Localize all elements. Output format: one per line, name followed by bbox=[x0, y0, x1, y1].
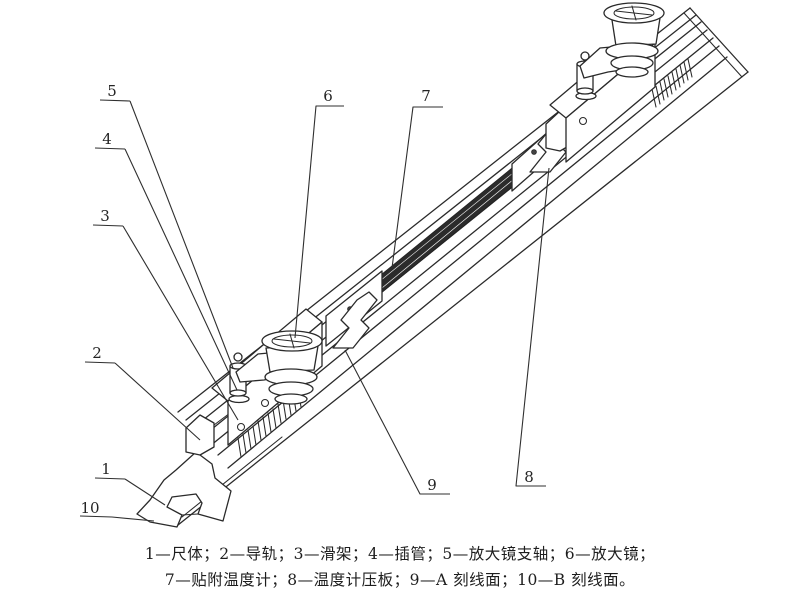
scale-body bbox=[177, 7, 749, 526]
leader-lines bbox=[79, 99, 550, 522]
leader-line-6 bbox=[294, 105, 344, 339]
callout-8: 8 bbox=[524, 468, 534, 486]
callout-numbers: 5 4 3 2 1 10 6 7 9 8 bbox=[80, 82, 533, 517]
leader-line-2 bbox=[84, 361, 201, 441]
magnifier-upper bbox=[575, 2, 665, 101]
callout-5: 5 bbox=[107, 82, 117, 100]
callout-2: 2 bbox=[92, 344, 102, 362]
thermometer-strip bbox=[375, 154, 529, 298]
leader-line-3 bbox=[92, 224, 239, 421]
caption-line-2: 7—贴附温度计；8—温度计压板；9—A 刻线面；10—B 刻线面。 bbox=[164, 571, 636, 589]
scale-end-face-far bbox=[683, 7, 749, 78]
leader-line-4 bbox=[94, 147, 238, 391]
figure-caption: 1—尺体；2—导轨；3—滑架；4—插管；5—放大镜支轴；6—放大镜； 7—贴附温… bbox=[0, 541, 800, 593]
callout-4: 4 bbox=[102, 130, 112, 148]
leader-line-7 bbox=[391, 106, 443, 269]
thermometer-clamp-lower bbox=[332, 291, 378, 349]
leader-line-5 bbox=[99, 99, 234, 369]
callout-10: 10 bbox=[80, 499, 99, 517]
leader-line-9 bbox=[344, 349, 450, 495]
technical-figure: 5 4 3 2 1 10 6 7 9 8 bbox=[79, 2, 749, 528]
callout-7: 7 bbox=[421, 87, 431, 105]
leader-line-8 bbox=[515, 167, 550, 487]
leader-line-1 bbox=[94, 477, 166, 506]
graduation-ticks-upper bbox=[651, 58, 693, 108]
callout-9: 9 bbox=[427, 476, 437, 494]
leader-line-10 bbox=[79, 515, 155, 522]
callout-1: 1 bbox=[101, 460, 111, 478]
callout-6: 6 bbox=[323, 87, 333, 105]
caption-line-1: 1—尺体；2—导轨；3—滑架；4—插管；5—放大镜支轴；6—放大镜； bbox=[144, 545, 656, 563]
magnifier-lower bbox=[228, 330, 323, 405]
callout-3: 3 bbox=[100, 207, 110, 225]
pivot-shaft bbox=[233, 352, 243, 362]
pivot-shaft bbox=[580, 51, 590, 61]
